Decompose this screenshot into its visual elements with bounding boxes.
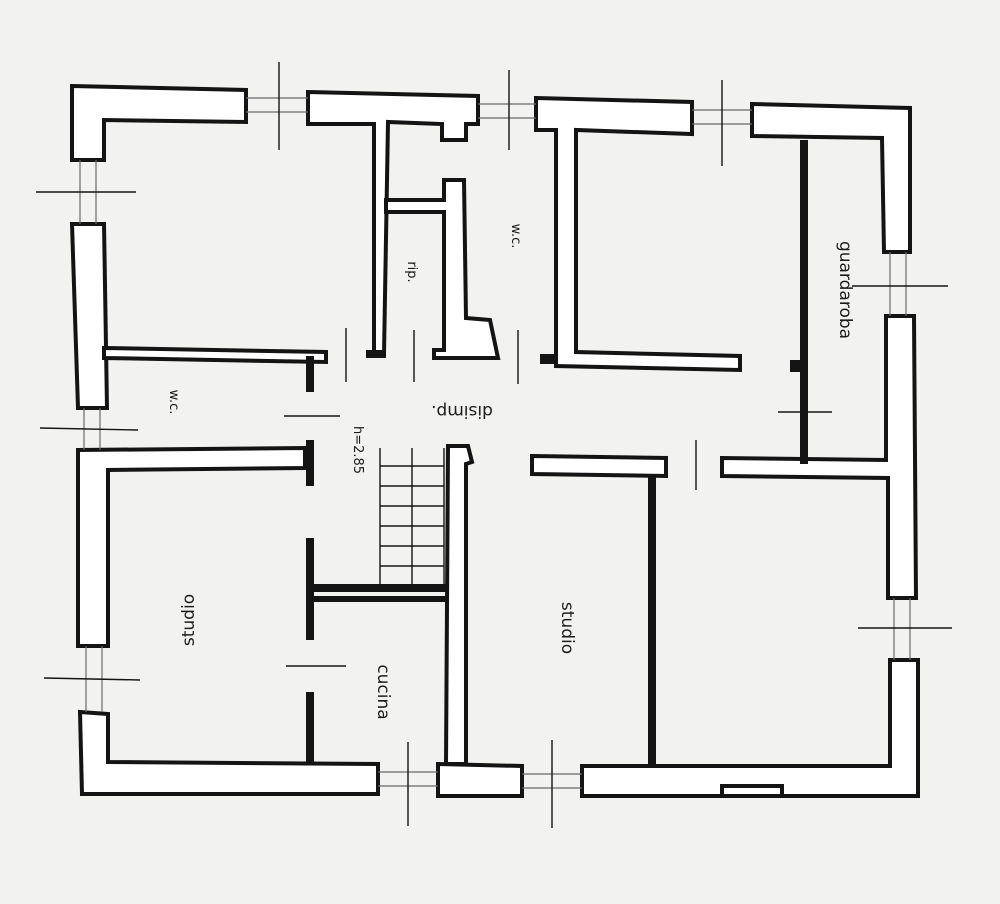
wall-top-center-right xyxy=(534,95,742,373)
partition-studio-left-upper xyxy=(306,440,314,486)
partitions xyxy=(102,140,808,766)
room-labels: guardaroba disimp. w.c. w.c. rip. h=2.85… xyxy=(166,224,855,720)
wall-top-center-left xyxy=(306,89,480,356)
wall-bottom-center-left xyxy=(436,761,524,798)
partition-wc-door-jamb xyxy=(306,356,314,392)
window-top-2 xyxy=(478,103,536,119)
axis-ticks xyxy=(36,62,952,828)
wall-stairs-right xyxy=(443,444,475,766)
partition-studio-left-mid xyxy=(306,538,314,640)
windows xyxy=(79,97,911,789)
wall-bottom-right xyxy=(580,658,920,798)
window-top-1 xyxy=(246,97,308,113)
tick xyxy=(43,677,141,681)
label-studio-left: studio xyxy=(179,594,199,646)
wall-bottom-left xyxy=(77,709,380,796)
partition-stairs-bottom xyxy=(314,584,448,592)
label-rip: rip. xyxy=(404,261,419,282)
window-right-2 xyxy=(893,598,911,660)
walls xyxy=(69,83,920,798)
wall-top-right xyxy=(750,101,912,254)
partition-cucina-top xyxy=(314,596,448,602)
label-height-note: h=2.85 xyxy=(350,426,365,474)
stairs xyxy=(379,448,445,584)
partition-studio-left-lower xyxy=(306,692,314,762)
partition-guardaroba-jamb xyxy=(790,360,808,372)
tick xyxy=(39,427,139,431)
partition-studio-right xyxy=(648,476,656,764)
wall-closet xyxy=(384,178,501,360)
wall-left-middle xyxy=(69,222,110,410)
label-guardaroba: guardaroba xyxy=(835,241,855,339)
wall-bottom-bump xyxy=(720,784,784,798)
label-wc-top: w.c. xyxy=(508,224,523,249)
wall-studio-right-top xyxy=(530,453,668,479)
label-cucina: cucina xyxy=(373,664,393,719)
partition-guardaroba xyxy=(800,140,808,464)
window-right-1 xyxy=(889,252,907,316)
jamb-wc-top xyxy=(540,354,556,364)
wall-right-lower xyxy=(720,314,919,600)
jamb-rip xyxy=(366,350,386,358)
wall-left-lower xyxy=(76,445,307,648)
label-wc-left: w.c. xyxy=(166,390,181,415)
label-studio-right: studio xyxy=(557,602,577,654)
partition-wc-left xyxy=(102,345,328,365)
wall-top-left xyxy=(70,83,248,162)
label-disimpegno: disimp. xyxy=(431,401,493,421)
